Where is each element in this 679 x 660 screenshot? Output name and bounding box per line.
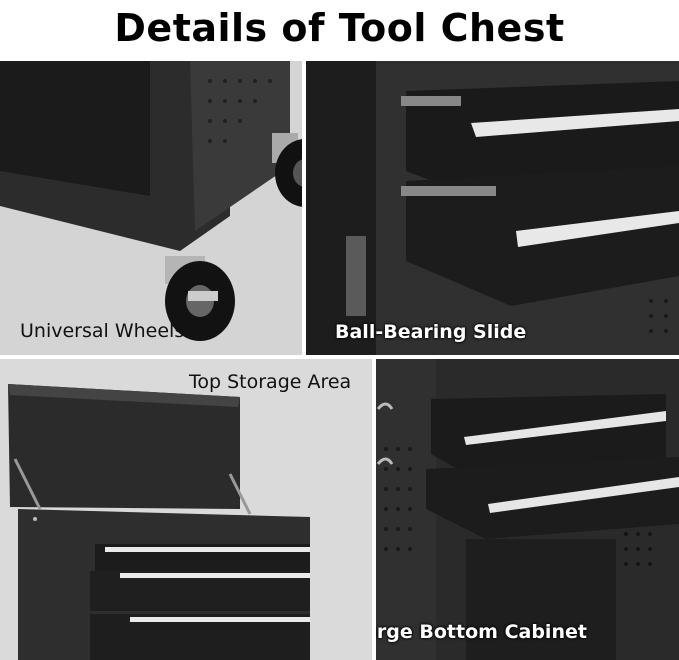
page-title: Details of Tool Chest	[114, 6, 565, 50]
caption-top-storage-area: Top Storage Area	[189, 371, 352, 393]
wheels-photo	[0, 61, 302, 355]
caption-large-bottom-cabinet: Large Bottom Cabinet	[376, 621, 587, 643]
caption-ball-bearing-slide: Ball-Bearing Slide	[335, 321, 527, 343]
panel-large-bottom-cabinet: Large Bottom Cabinet	[376, 359, 679, 660]
top-storage-photo	[0, 359, 372, 660]
caption-universal-wheels: Universal Wheels	[20, 320, 185, 342]
bottom-cabinet-photo	[376, 359, 679, 660]
panel-ball-bearing-slide: Ball-Bearing Slide	[306, 61, 679, 355]
panel-universal-wheels: Universal Wheels	[0, 61, 302, 355]
slide-photo	[306, 61, 679, 355]
panel-top-storage-area: Top Storage Area	[0, 359, 372, 660]
